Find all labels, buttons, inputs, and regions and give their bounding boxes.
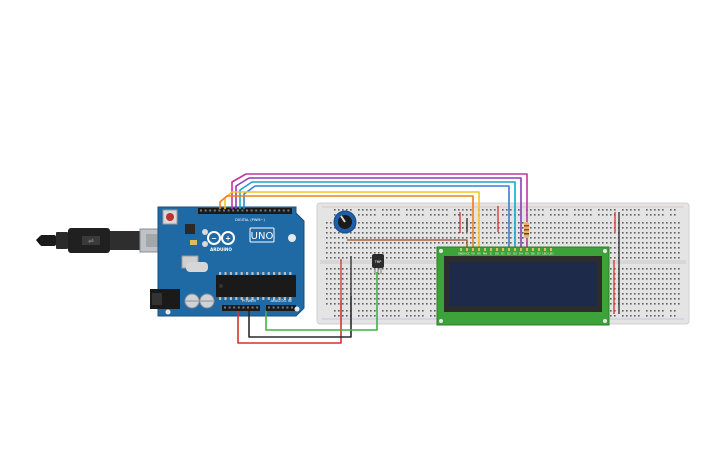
sensor-label: TMP — [374, 260, 382, 264]
lcd-screen — [449, 262, 597, 306]
svg-text:+: + — [225, 235, 231, 243]
lcd-pin-label: V0 — [471, 252, 475, 256]
lcd-pin-label: D2 — [507, 252, 511, 256]
digital-header[interactable] — [198, 208, 292, 214]
resistor[interactable] — [524, 222, 529, 238]
wire-yellow[interactable] — [224, 191, 480, 247]
power-header[interactable] — [222, 305, 260, 311]
lcd-pin-label: D7 — [537, 252, 541, 256]
board-brand: ARDUINO — [210, 247, 232, 252]
board-model: UNO — [251, 231, 274, 242]
wire-green[interactable] — [265, 272, 378, 331]
lcd-pin-label: D5 — [525, 252, 529, 256]
lcd-pin-label: VCC — [464, 252, 470, 256]
wire-brown[interactable] — [347, 239, 468, 247]
lcd-pin-label: D3 — [513, 252, 517, 256]
lcd-pin-label: RW — [483, 252, 488, 256]
lcd-pin-label: LED — [548, 252, 553, 256]
lcd-pin-label: D1 — [501, 252, 505, 256]
wire-magenta[interactable] — [231, 173, 528, 247]
power-header-label: POWER — [242, 298, 256, 303]
lcd-pin-label: D0 — [495, 252, 499, 256]
lcd-pin-label: E — [490, 252, 492, 256]
lcd-pin-label: RS — [477, 252, 481, 256]
lcd-pin-label: LED — [542, 252, 547, 256]
reset-button[interactable] — [166, 213, 174, 221]
wire-black[interactable] — [248, 296, 352, 338]
potentiometer[interactable] — [333, 210, 357, 234]
lcd-pin-label: D6 — [531, 252, 535, 256]
usb-cable[interactable]: ⇌ — [36, 228, 171, 253]
knob-indicator-icon — [340, 215, 346, 223]
arduino-uno[interactable]: DIGITAL (PWM~) − + ARDUINO UNO POWER — [150, 206, 305, 317]
svg-text:−: − — [211, 235, 217, 243]
wires — [219, 173, 620, 344]
analog-header[interactable] — [266, 305, 296, 311]
wire-orange[interactable] — [219, 195, 474, 247]
temperature-sensor[interactable]: TMP — [372, 254, 384, 274]
wire-blue[interactable] — [243, 185, 510, 247]
wire-purple[interactable] — [235, 177, 522, 247]
digital-header-label: DIGITAL (PWM~) — [235, 218, 265, 222]
wire-red[interactable] — [237, 300, 342, 344]
usb-symbol-icon: ⇌ — [88, 237, 94, 245]
arduino-logo-icon: − + — [207, 231, 235, 245]
analog-header-label: ANALOG IN — [270, 298, 291, 303]
microcontroller-chip — [216, 275, 296, 297]
lcd-pin-label: GND — [458, 252, 464, 256]
lcd-pin-label: D4 — [519, 252, 523, 256]
